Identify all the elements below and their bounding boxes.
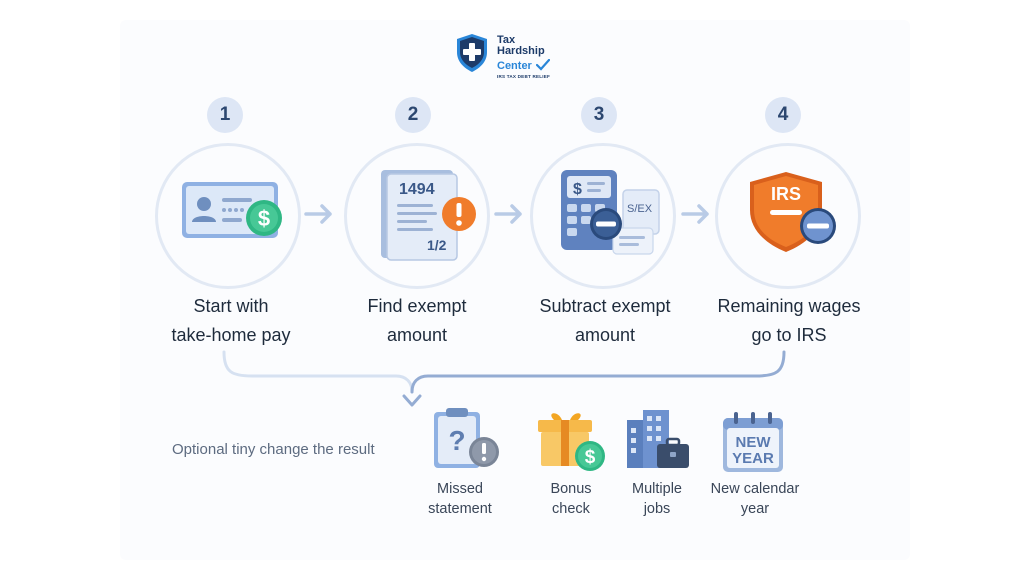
- optional-item-label-line-2: statement: [428, 501, 492, 517]
- step-2-circle: 1494 1/2: [344, 143, 490, 289]
- optional-item-new-calendar-year: New calendar year: [700, 479, 810, 519]
- optional-item-missed-statement: Missed statement: [405, 479, 515, 519]
- form-fragment-text: 1/2: [427, 237, 447, 253]
- step-1-number-badge: 1: [207, 97, 243, 133]
- gift-dollar-icon: $: [538, 413, 605, 471]
- optional-item-label-line-2: jobs: [643, 501, 671, 517]
- step-4-circle: IRS: [715, 143, 861, 289]
- step-4-label: Remaining wages go to IRS: [694, 292, 884, 350]
- shield-cross-logo-icon: [457, 34, 487, 72]
- optional-item-label-line-2: check: [552, 501, 590, 517]
- calculator-subtract-icon: $ S/EX: [561, 170, 660, 255]
- step-3-label: Subtract exempt amount: [510, 292, 700, 350]
- optional-item-label-line-1: Bonus: [550, 481, 592, 497]
- step-3-circle: $ S/EX: [530, 143, 676, 289]
- calendar-new-year-icon: NEW YEAR: [723, 412, 783, 472]
- irs-shield-minus-icon: IRS: [750, 172, 836, 252]
- step-1-label: Start with take-home pay: [136, 292, 326, 350]
- step-1-circle: $: [155, 143, 301, 289]
- calendar-text-line-1: NEW: [736, 434, 772, 451]
- brand-line-2: Hardship: [497, 45, 545, 57]
- arrow-right-icon: [304, 204, 332, 224]
- paycheck-card-icon: $: [182, 182, 282, 238]
- arrow-right-icon: [681, 204, 709, 224]
- shield-text: IRS: [771, 184, 801, 204]
- optional-item-bonus-check: Bonus check: [516, 479, 626, 519]
- optional-item-label-line-2: year: [740, 501, 770, 517]
- tax-form-warning-icon: 1494 1/2: [381, 170, 476, 261]
- step-3-label-line-2: amount: [574, 325, 636, 345]
- arrow-right-icon: [494, 204, 522, 224]
- optional-item-label-line-1: New calendar: [710, 481, 800, 497]
- brand-tagline: IRS TAX DEBT RELIEF: [497, 74, 550, 79]
- calendar-text-line-2: YEAR: [732, 450, 774, 467]
- step-1-label-line-1: Start with: [193, 296, 269, 316]
- step-3-number-badge: 3: [581, 97, 617, 133]
- brand-logo: Tax Hardship Center IRS TAX DEBT RELIEF: [455, 33, 565, 81]
- optional-item-label-line-1: Missed: [437, 481, 483, 497]
- step-4-number-badge: 4: [765, 97, 801, 133]
- svg-text:?: ?: [448, 425, 465, 456]
- clipboard-question-icon: ?: [434, 408, 499, 468]
- brand-name: Tax Hardship Center IRS TAX DEBT RELIEF: [497, 34, 551, 80]
- buildings-briefcase-icon: [627, 410, 689, 468]
- step-2-label: Find exempt amount: [322, 292, 512, 350]
- step-1-label-line-2: take-home pay: [171, 325, 291, 345]
- optional-item-label-line-1: Multiple: [632, 481, 682, 497]
- form-number-text: 1494: [399, 181, 435, 198]
- brand-line-3: Center: [497, 60, 532, 72]
- checkmark-icon: [536, 58, 551, 71]
- optional-changes-label: Optional tiny change the result: [172, 441, 375, 458]
- brand-line-1: Tax: [497, 34, 516, 46]
- step-2-label-line-1: Find exempt: [367, 296, 467, 316]
- step-2-label-line-2: amount: [386, 325, 448, 345]
- svg-text:$: $: [258, 206, 270, 231]
- note-text: S/EX: [627, 203, 653, 215]
- svg-text:$: $: [585, 447, 596, 468]
- step-2-number-badge: 2: [395, 97, 431, 133]
- step-4-label-line-2: go to IRS: [751, 325, 827, 345]
- step-3-label-line-1: Subtract exempt: [539, 296, 671, 316]
- optional-item-multiple-jobs: Multiple jobs: [602, 479, 712, 519]
- svg-text:$: $: [573, 181, 582, 198]
- step-4-label-line-1: Remaining wages: [717, 296, 861, 316]
